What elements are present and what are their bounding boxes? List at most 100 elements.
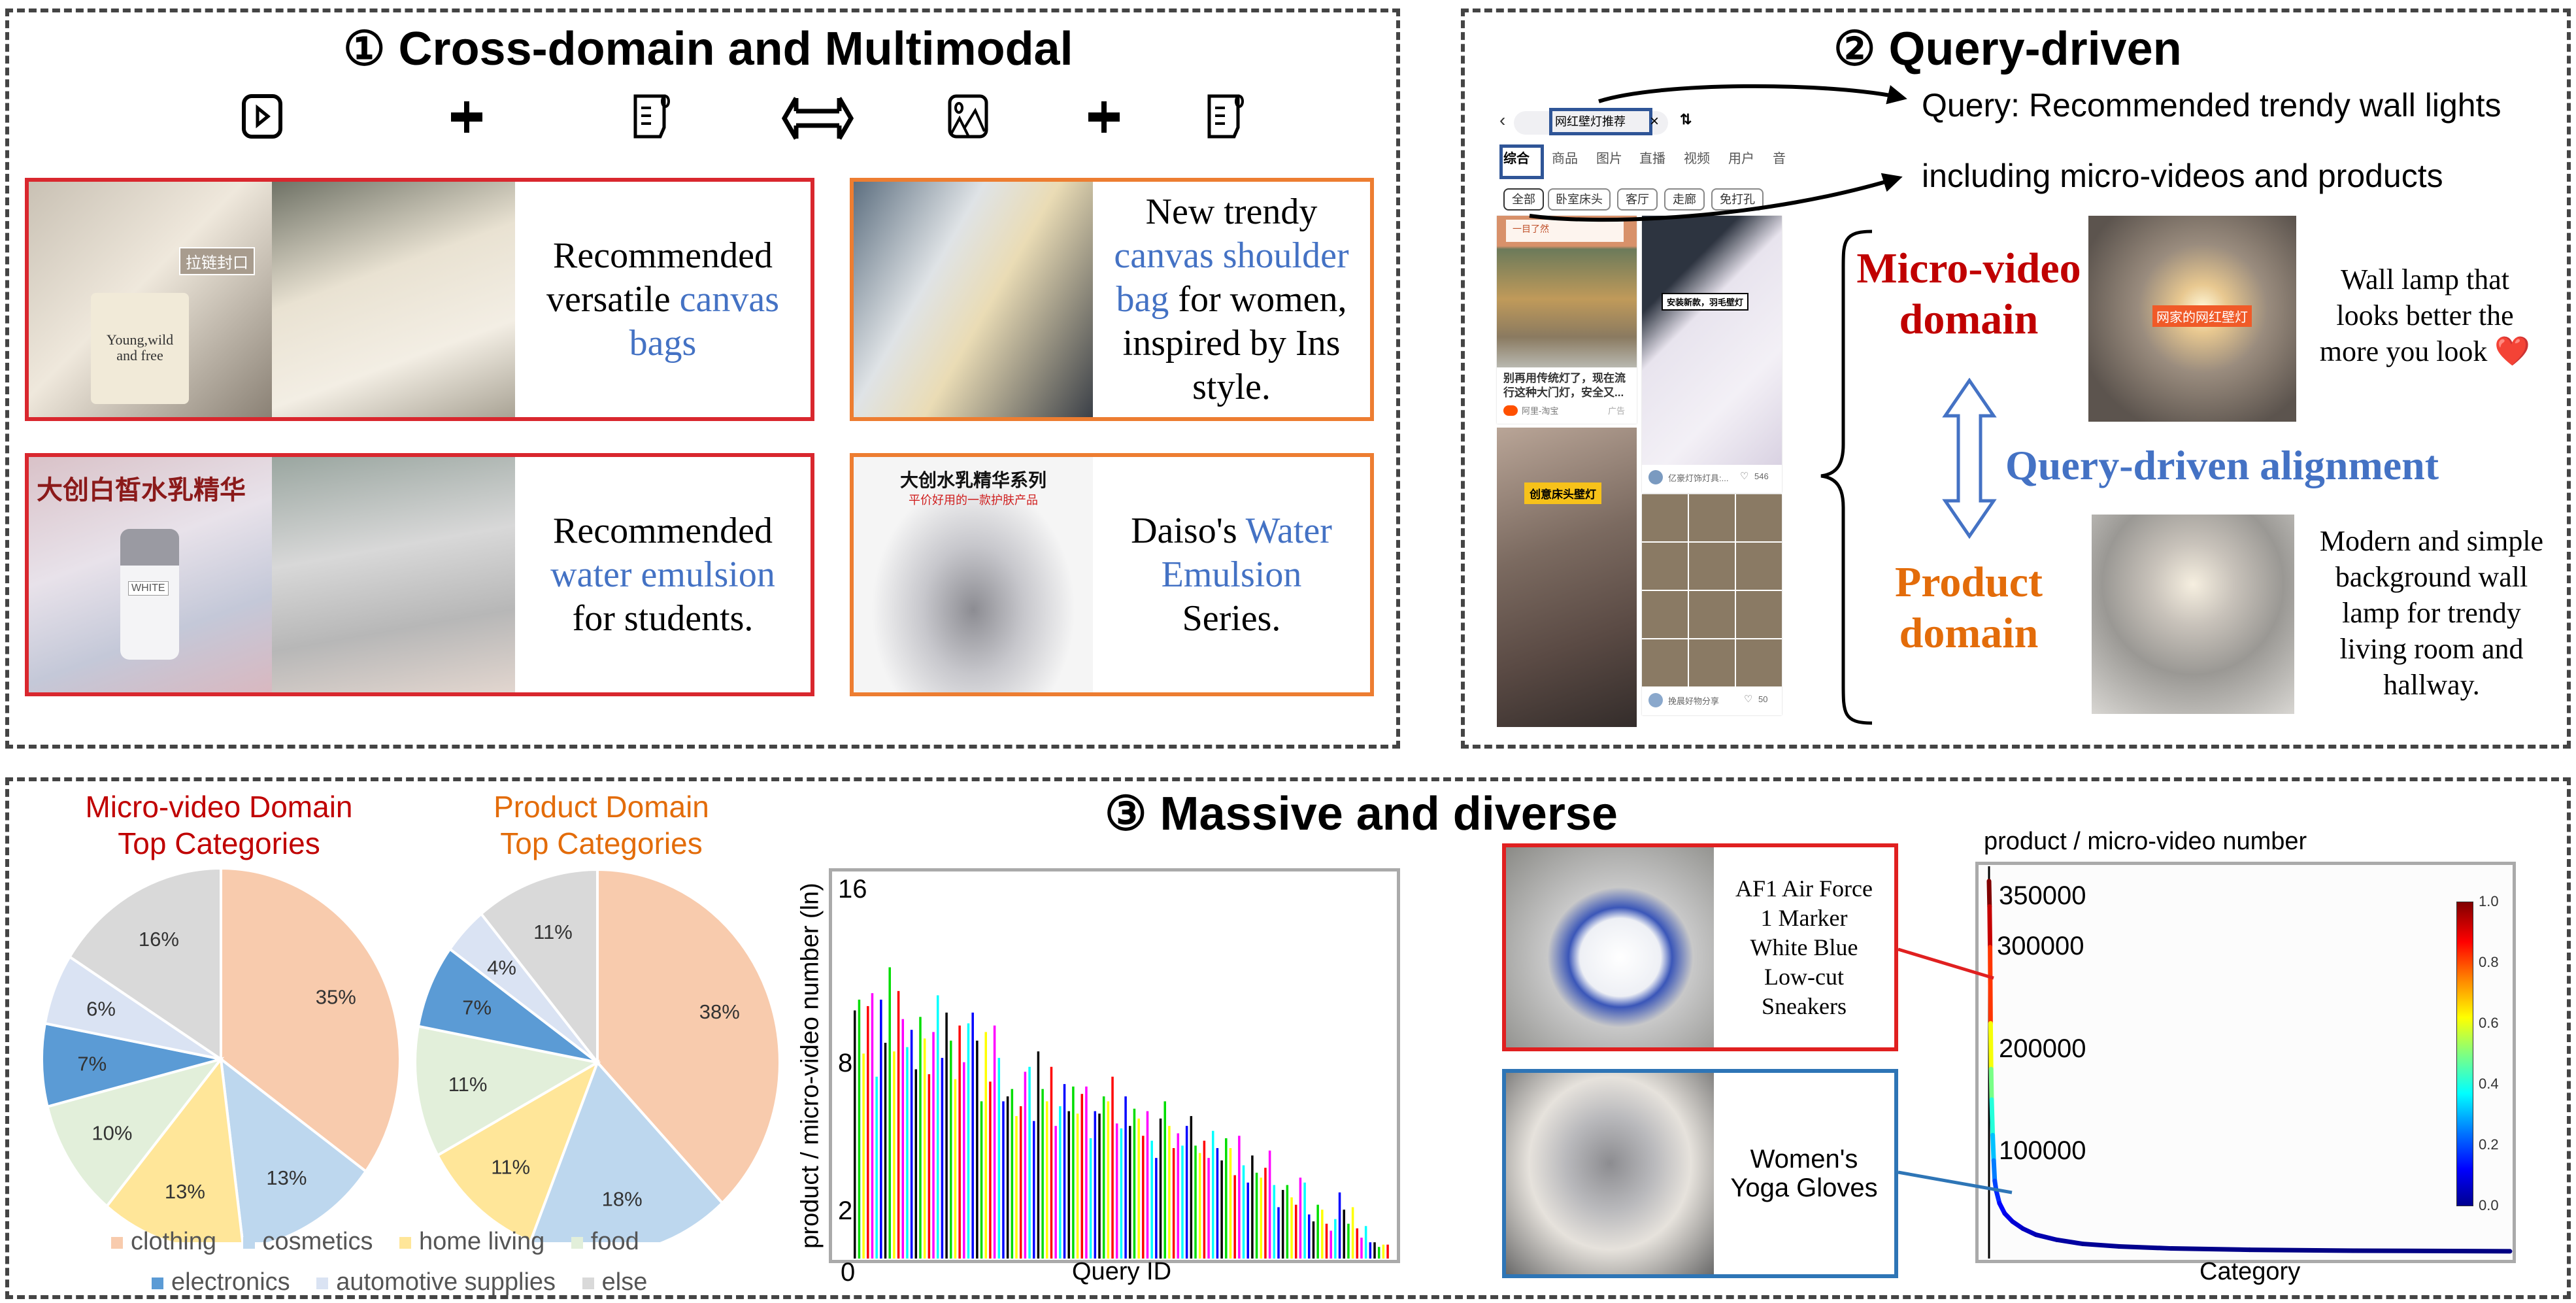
tile-author[interactable]: 亿豪灯饰灯具:...: [1668, 473, 1729, 483]
line-chart-title: product / micro-video number: [1984, 828, 2307, 855]
bar-xtick-0: 0: [841, 1258, 856, 1287]
zipper-label: 拉链封口: [179, 247, 255, 275]
bar: [1107, 1101, 1110, 1259]
chip-living-room[interactable]: 客厅: [1617, 188, 1658, 211]
tab-products[interactable]: 商品: [1552, 152, 1578, 166]
panel2-title: ② Query-driven: [1833, 23, 2182, 75]
bar: [1338, 1192, 1341, 1259]
back-icon[interactable]: ‹: [1499, 110, 1506, 130]
search-input[interactable]: 网红壁灯推荐: [1549, 108, 1652, 135]
clear-icon[interactable]: ×: [1650, 112, 1660, 130]
bar: [875, 1076, 878, 1259]
bidirectional-arrow-icon: [782, 97, 854, 140]
daiso-title: 大创水乳精华系列: [899, 470, 1046, 490]
tab-all[interactable]: 综合: [1503, 152, 1530, 166]
result-tile-video[interactable]: 安装新款，羽毛壁灯 亿豪灯饰灯具:... ♡ 546: [1642, 216, 1782, 493]
tab-images[interactable]: 图片: [1596, 152, 1622, 166]
bar: [1028, 1066, 1031, 1259]
panel3-title: ③ Massive and diverse: [1105, 788, 1618, 840]
bar: [1255, 1172, 1258, 1259]
sneaker-connector-line: [1898, 947, 1994, 980]
result-tile-ad[interactable]: 一目了然 别再用传统灯了，现在流行这种大门灯，安全又... 阿里-淘宝 广告: [1497, 216, 1637, 424]
product-name: Women's Yoga Gloves: [1730, 1145, 1878, 1202]
chip-all[interactable]: 全部: [1503, 188, 1544, 211]
pie-data-label: 11%: [533, 921, 573, 943]
product-description: Modern and simple background wall lamp f…: [2319, 525, 2544, 701]
search-app-screenshot: ‹ 网红壁灯推荐 × ⇅ 综合 商品 图片 直播 视频 用户 音 全部 卧室床头…: [1494, 98, 1786, 727]
bar: [854, 1010, 856, 1259]
line-segment: [2033, 1232, 2060, 1242]
bar: [932, 1032, 935, 1259]
pie-legend-row1: clothing cosmetics home living food: [111, 1228, 639, 1256]
bar-ytick-16: 16: [838, 875, 867, 904]
bar: [1194, 1145, 1197, 1259]
card-text-highlight: canvas shoulder bag: [1114, 235, 1349, 320]
line-segment: [1988, 1066, 1994, 1102]
result-tile-video[interactable]: 创意床头壁灯: [1497, 428, 1637, 727]
tab-live[interactable]: 直播: [1639, 152, 1665, 166]
bar: [1330, 1230, 1332, 1259]
bar: [1037, 1051, 1040, 1259]
card-text-plain: New trendy: [1145, 191, 1318, 232]
line-ytick-100000: 100000: [1999, 1136, 2086, 1165]
chip-hallway[interactable]: 走廊: [1664, 188, 1705, 211]
bar: [1343, 1210, 1345, 1259]
bar: [989, 1081, 992, 1259]
like-icon[interactable]: ♡: [1744, 694, 1753, 705]
bar: [884, 1043, 887, 1259]
panel-cross-domain: [5, 8, 1400, 749]
panel1-title: ① Cross-domain and Multimodal: [343, 23, 1073, 75]
legend-swatch-electronics: [152, 1277, 163, 1289]
bar: [1155, 1158, 1158, 1259]
bar: [1356, 1228, 1359, 1259]
bar: [1268, 1150, 1271, 1259]
tile-author[interactable]: 挽晨好物分享: [1668, 696, 1720, 706]
product-lamp-photo: [2092, 515, 2294, 714]
bar: [1308, 1214, 1311, 1259]
bar: [971, 1012, 974, 1259]
line-chart-frame: [1975, 862, 2516, 1263]
bar: [906, 1047, 909, 1259]
plus-icon: [1088, 101, 1120, 133]
plus-icon: [451, 101, 482, 133]
chip-bedroom[interactable]: 卧室床头: [1548, 188, 1611, 211]
bar: [858, 1000, 861, 1259]
pie-data-label: 11%: [448, 1073, 488, 1096]
bar: [1059, 1106, 1062, 1259]
bar: [1067, 1111, 1070, 1259]
card-text: Recommended versatile canvas bags: [515, 182, 811, 417]
ad-label: 广告: [1608, 406, 1626, 416]
bar: [897, 990, 900, 1259]
bar: [1290, 1197, 1293, 1259]
like-icon[interactable]: ♡: [1740, 471, 1749, 482]
bar: [963, 1062, 965, 1259]
video-frame-photo: [272, 457, 515, 692]
line-segment: [2116, 1244, 2174, 1251]
tab-music[interactable]: 音: [1773, 152, 1786, 166]
product-photo: 大创水乳精华系列 平价好用的一款护肤产品: [854, 457, 1093, 692]
bar: [1373, 1242, 1376, 1259]
tile-image: [1642, 216, 1782, 465]
bar: [945, 1012, 948, 1259]
pie-slice-else: [479, 868, 599, 1066]
bar: [984, 1032, 987, 1259]
query-arrow-bottom: [1529, 173, 1903, 222]
result-tile-grid[interactable]: 挽晨好物分享 ♡ 50: [1642, 494, 1782, 715]
pie-legend-row2: electronics automotive supplies else: [152, 1268, 647, 1296]
tab-users[interactable]: 用户: [1728, 152, 1754, 166]
bar: [1050, 1066, 1053, 1259]
bar: [928, 1074, 931, 1259]
bar: [936, 995, 939, 1259]
bar: [1212, 1130, 1214, 1259]
bar: [1129, 1126, 1131, 1259]
tile-source: 阿里-淘宝: [1522, 406, 1559, 416]
filter-icon[interactable]: ⇅: [1680, 111, 1692, 127]
bar: [1299, 1177, 1302, 1259]
tab-videos[interactable]: 视频: [1684, 152, 1710, 166]
bar: [1190, 1116, 1193, 1259]
line-ytick-200000: 200000: [1999, 1034, 2086, 1063]
card-text-plain: for women, inspired by Ins style.: [1122, 279, 1347, 407]
bar-chart-xlabel: Query ID: [1072, 1258, 1172, 1285]
bar: [967, 1023, 970, 1259]
